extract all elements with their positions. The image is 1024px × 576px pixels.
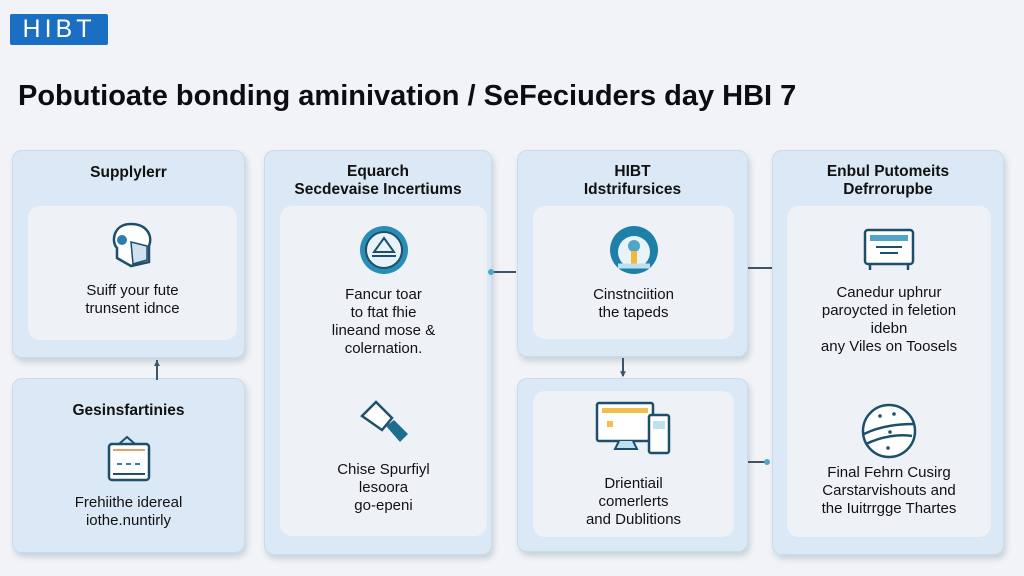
- equarch-box: Equarch Secdevaise Incertiums Fancur toa…: [264, 150, 492, 555]
- enbul-text-7: the Iuitrrgge Thartes: [821, 500, 957, 517]
- arrowhead-down: ▼: [618, 369, 628, 380]
- gesins-box: Gesinsfartinies Frehiithe idereal iothe.…: [12, 378, 245, 553]
- enbul-heading-1: Enbul Putomeits: [826, 163, 950, 180]
- gesins-text-2: iothe.nuntirly: [85, 512, 172, 529]
- connector-down-arrow: [622, 358, 624, 376]
- connector-dot-3: [764, 459, 770, 465]
- enbul-box: Enbul Putomeits Defrrorupbe Canedur uphr…: [772, 150, 1004, 555]
- hand-scanner-icon: [359, 400, 408, 442]
- enbul-text-6: Carstarvishouts and: [822, 482, 956, 499]
- equarch-text-1: Fancur toar: [345, 286, 422, 303]
- drientiail-text-1: Drientiail: [604, 475, 663, 492]
- drientiail-box: Drientiail comerlerts and Dublitions: [517, 378, 748, 552]
- equarch-heading-1: Equarch: [346, 163, 409, 180]
- gesins-text-1: Frehiithe idereal: [74, 494, 183, 511]
- supplier-heading: Supplylerr: [90, 164, 167, 181]
- enbul-text-1: Canedur uphrur: [836, 284, 942, 301]
- supplier-text-1: Suiff your fute: [86, 282, 179, 299]
- drientiail-text-3: and Dublitions: [585, 511, 682, 528]
- hibt-logo: HIBT: [10, 14, 108, 45]
- arrowhead-up: ▲: [152, 358, 162, 369]
- connector-dot-1: [488, 269, 494, 275]
- hibt-text-2: the tapeds: [598, 304, 669, 321]
- head-icon: [112, 222, 151, 268]
- enbul-text-3: idebn: [870, 320, 908, 337]
- gesins-heading: Gesinsfartinies: [72, 402, 185, 419]
- equarch-heading-2: Secdevaise Incertiums: [294, 181, 462, 198]
- supplier-box: Supplylerr Suiff your fute trunsent idnc…: [12, 150, 245, 358]
- drientiail-text-2: comerlerts: [598, 493, 669, 510]
- connector-right-arrow-1: [490, 271, 516, 273]
- connector-arrow-3: [748, 461, 768, 463]
- enbul-text-2: paroycted in feletion: [821, 302, 957, 319]
- enbul-text-5: Final Fehrn Cusirg: [827, 464, 951, 481]
- equarch-text-4: colernation.: [344, 340, 423, 357]
- computer-icon: [595, 401, 670, 455]
- enbul-text-4: any Viles on Toosels: [820, 338, 958, 355]
- equarch-text-2: to ftat fhie: [350, 304, 417, 321]
- enbul-heading-2: Defrrorupbe: [843, 181, 933, 198]
- supplier-text-2: trunsent idnce: [85, 300, 180, 317]
- connector-up-arrow: [156, 360, 158, 380]
- monitor-icon: [863, 228, 915, 270]
- person-bulb-icon: [609, 226, 658, 274]
- equarch-text-6: lesoora: [358, 479, 409, 496]
- connector-arrow-2: [748, 267, 772, 269]
- globe-icon: [861, 403, 917, 459]
- page-title: Pobutioate bonding aminivation / SeFeciu…: [18, 80, 797, 112]
- equarch-text-7: go-epeni: [354, 497, 413, 514]
- hibt-heading-1: HIBT: [614, 163, 651, 180]
- hibt-box: HIBT Idstrifursices Cinstnciition the ta…: [517, 150, 748, 357]
- equarch-text-3: lineand mose &: [331, 322, 436, 339]
- equarch-text-5: Chise Spurfiyl: [337, 461, 430, 478]
- document-card-icon: [107, 435, 150, 482]
- cycle-icon: [359, 226, 408, 274]
- hibt-heading-2: Idstrifursices: [583, 181, 682, 198]
- hibt-text-1: Cinstnciition: [593, 286, 674, 303]
